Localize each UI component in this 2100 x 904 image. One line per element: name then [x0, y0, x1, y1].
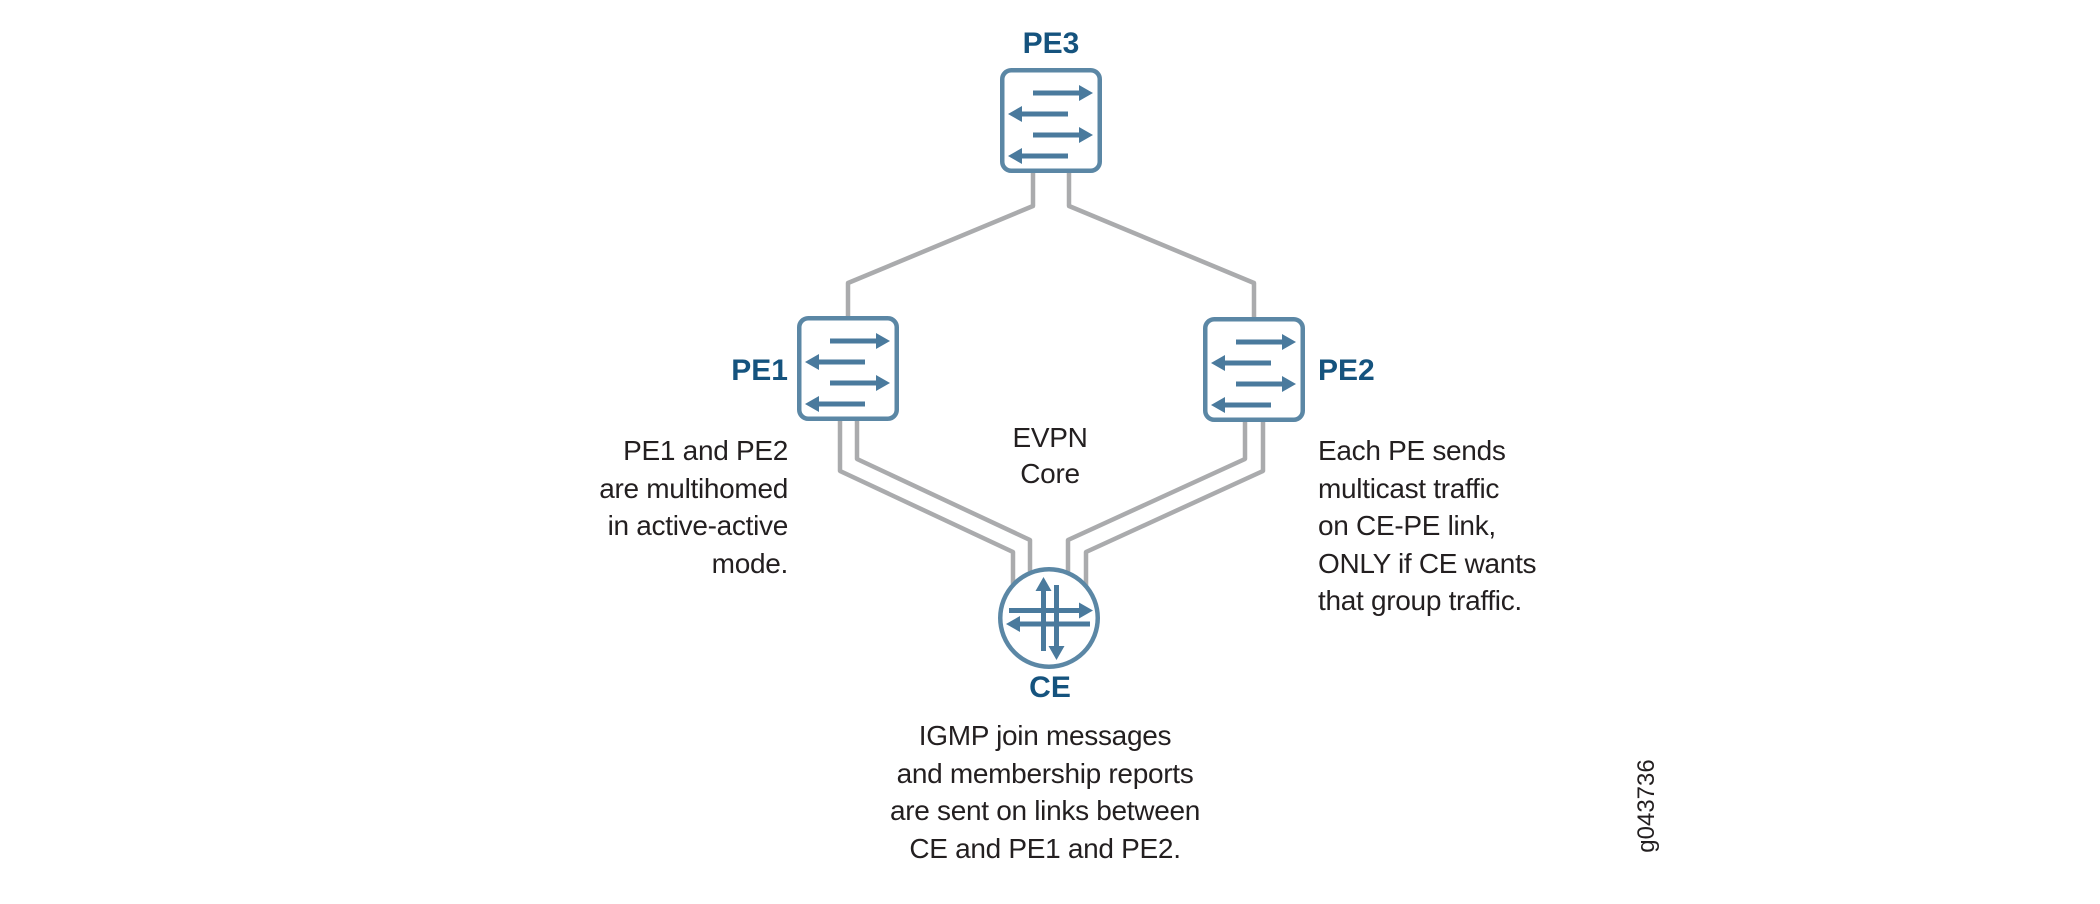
pe2-label: PE2: [1318, 354, 1375, 387]
evpn-core-line: EVPN: [1012, 422, 1088, 453]
link-pe1-ce-inner: [854, 419, 1033, 590]
note-line: Each PE sends: [1318, 435, 1506, 466]
link-pe3-pe2: [1066, 170, 1257, 322]
pe3-switch-icon: [1002, 70, 1100, 171]
left-note: PE1 and PE2 are multihomed in active-act…: [438, 432, 788, 582]
pe1-label: PE1: [731, 354, 788, 387]
pe1-switch-icon: [799, 318, 897, 419]
note-line: IGMP join messages: [918, 720, 1172, 751]
note-line: mode.: [711, 547, 789, 579]
note-line: are sent on links between: [889, 795, 1201, 826]
right-note: Each PE sends multicast traffic on CE-PE…: [1318, 432, 1718, 620]
link-pe2-ce-outer: [1083, 419, 1266, 600]
link-pe1-ce-outer: [837, 419, 1016, 600]
ce-router-icon: [1000, 569, 1098, 667]
bottom-note: IGMP join messages and membership report…: [745, 717, 1345, 867]
note-line: multicast traffic: [1318, 472, 1500, 504]
ce-label: CE: [1029, 671, 1071, 704]
note-line: PE1 and PE2: [623, 435, 788, 466]
pe2-switch-icon: [1205, 319, 1303, 420]
link-pe3-pe1: [845, 170, 1036, 322]
note-line: ONLY if CE wants: [1318, 547, 1537, 579]
note-line: and membership reports: [896, 757, 1194, 789]
figure-id: g043736: [1633, 759, 1660, 853]
note-line: in active-active: [607, 510, 789, 541]
note-line: CE and PE1 and PE2.: [909, 832, 1181, 864]
evpn-core-line: Core: [1020, 458, 1080, 489]
note-line: are multihomed: [599, 472, 788, 504]
note-line: on CE-PE link,: [1318, 510, 1496, 541]
pe3-label: PE3: [1022, 27, 1080, 60]
note-line: that group traffic.: [1318, 585, 1522, 616]
link-pe2-ce-inner: [1065, 419, 1248, 590]
evpn-core-caption: EVPN Core: [950, 420, 1150, 492]
